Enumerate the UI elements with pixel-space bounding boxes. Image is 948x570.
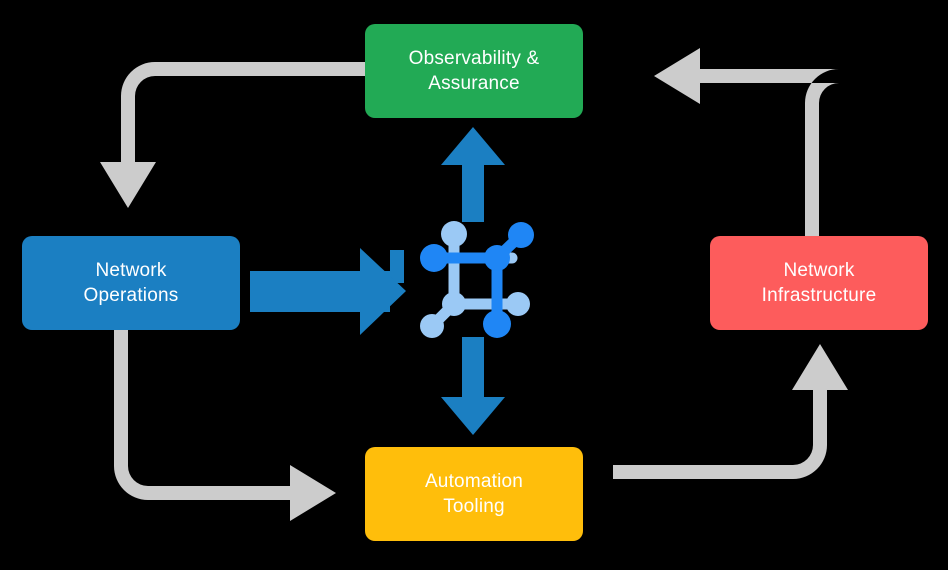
arrow-operations-to-automation (114, 330, 336, 521)
node-operations-line2: Operations (83, 285, 179, 306)
node-automation-line1: Automation (424, 470, 524, 492)
arrow-observability-to-operations (100, 62, 365, 208)
node-operations-line1: Network (95, 259, 167, 281)
arrow-shaft-right (250, 271, 365, 312)
node-infrastructure-line1: Network (783, 259, 855, 281)
node-observability-line1: Observability & (408, 47, 540, 69)
node-automation-tooling[interactable]: Automation Tooling (365, 447, 583, 541)
topology-nodes-dark (420, 222, 534, 338)
node-infrastructure-line2: Infrastructure (761, 285, 877, 306)
arrow-infrastructure-to-observability (654, 48, 839, 236)
node-network-operations[interactable]: Network Operations (22, 236, 240, 330)
node-network-infrastructure[interactable]: Network Infrastructure (710, 236, 928, 330)
node-observability-line2: Assurance (428, 73, 520, 94)
arrow-center-to-automation (441, 337, 505, 435)
node-observability-assurance[interactable]: Observability & Assurance (365, 24, 583, 118)
topology-nodes-light (420, 221, 530, 338)
arrowhead-right (360, 248, 406, 335)
arrow-automation-to-infrastructure (613, 344, 848, 479)
node-automation-line2: Tooling (443, 496, 505, 517)
arrow-center-to-observability (441, 127, 505, 222)
network-topology-icon (420, 221, 534, 338)
